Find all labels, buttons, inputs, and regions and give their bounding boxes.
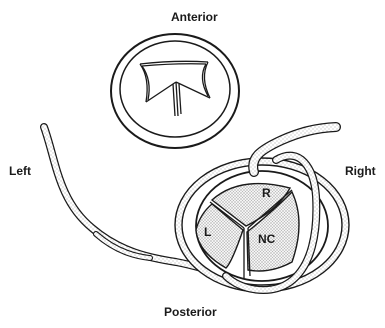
right-cusp-label: R: [262, 186, 271, 200]
pulmonary-valve: [111, 34, 239, 148]
left-cusp-label: L: [204, 225, 211, 239]
aortic-valve: R L NC: [175, 158, 349, 292]
noncoronary-cusp-label: NC: [258, 232, 276, 246]
